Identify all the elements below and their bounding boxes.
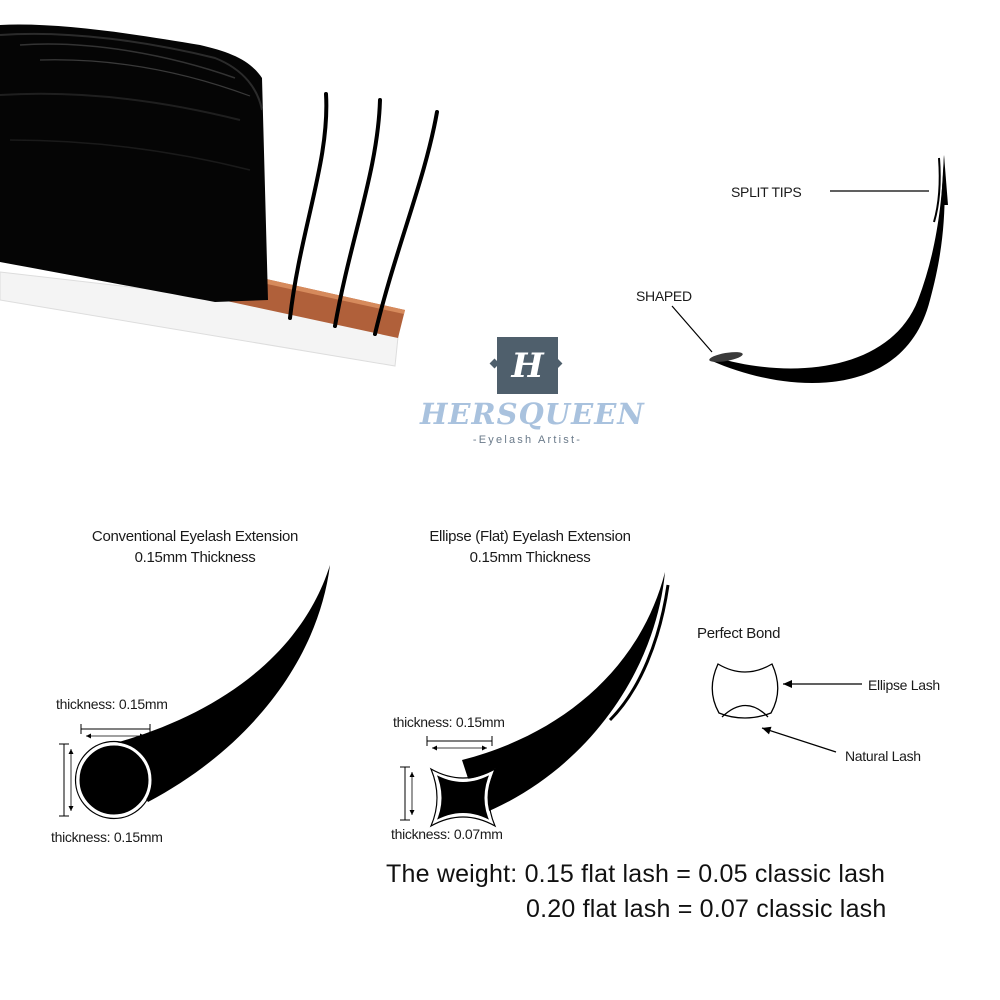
conventional-title-line1: Conventional Eyelash Extension: [91, 528, 299, 545]
natural-lash-pointer: [761, 727, 837, 753]
ellipse-title-line1: Ellipse (Flat) Eyelash Extension: [429, 528, 631, 545]
shaped-pointer: [671, 305, 713, 353]
conventional-title: Conventional Eyelash Extension 0.15mm Th…: [60, 526, 330, 568]
ellipse-title-line2: 0.15mm Thickness: [469, 549, 591, 566]
lash-strip: [222, 270, 405, 338]
split-tips-label: SPLIT TIPS: [731, 184, 802, 200]
conventional-height-label: thickness: 0.15mm: [51, 829, 163, 845]
ellipse-width-label: thickness: 0.15mm: [393, 714, 505, 730]
ellipse-lash-outline: [711, 663, 779, 719]
ellipse-height-label: thickness: 0.07mm: [391, 826, 503, 842]
conventional-width-label: thickness: 0.15mm: [56, 696, 168, 712]
weight-line-1: The weight: 0.15 flat lash = 0.05 classi…: [386, 860, 886, 888]
round-cross-section: [76, 742, 152, 818]
natural-lash-outline: [721, 704, 769, 718]
ellipse-lash-label: Ellipse Lash: [868, 677, 940, 693]
shaped-label: SHAPED: [636, 288, 692, 304]
single-lash: [373, 110, 439, 336]
conventional-lash-body: [108, 565, 330, 802]
weight-line-2: 0.20 flat lash = 0.07 classic lash: [526, 895, 887, 923]
single-lash: [288, 92, 329, 320]
brand-name: HERSQUEEN: [420, 397, 645, 431]
single-lash: [333, 98, 382, 328]
flat-cross-section: [430, 768, 496, 827]
logo-badge: H: [497, 337, 558, 394]
conventional-title-line2: 0.15mm Thickness: [134, 549, 256, 566]
natural-lash-label: Natural Lash: [845, 748, 921, 764]
split-tip: [941, 155, 948, 205]
perfect-bond-title: Perfect Bond: [697, 625, 781, 642]
ellipse-lash-body: [462, 572, 665, 815]
brand-tagline: -Eyelash Artist-: [472, 434, 583, 446]
ellipse-title: Ellipse (Flat) Eyelash Extension 0.15mm …: [390, 526, 670, 568]
logo-monogram: H: [511, 345, 544, 386]
